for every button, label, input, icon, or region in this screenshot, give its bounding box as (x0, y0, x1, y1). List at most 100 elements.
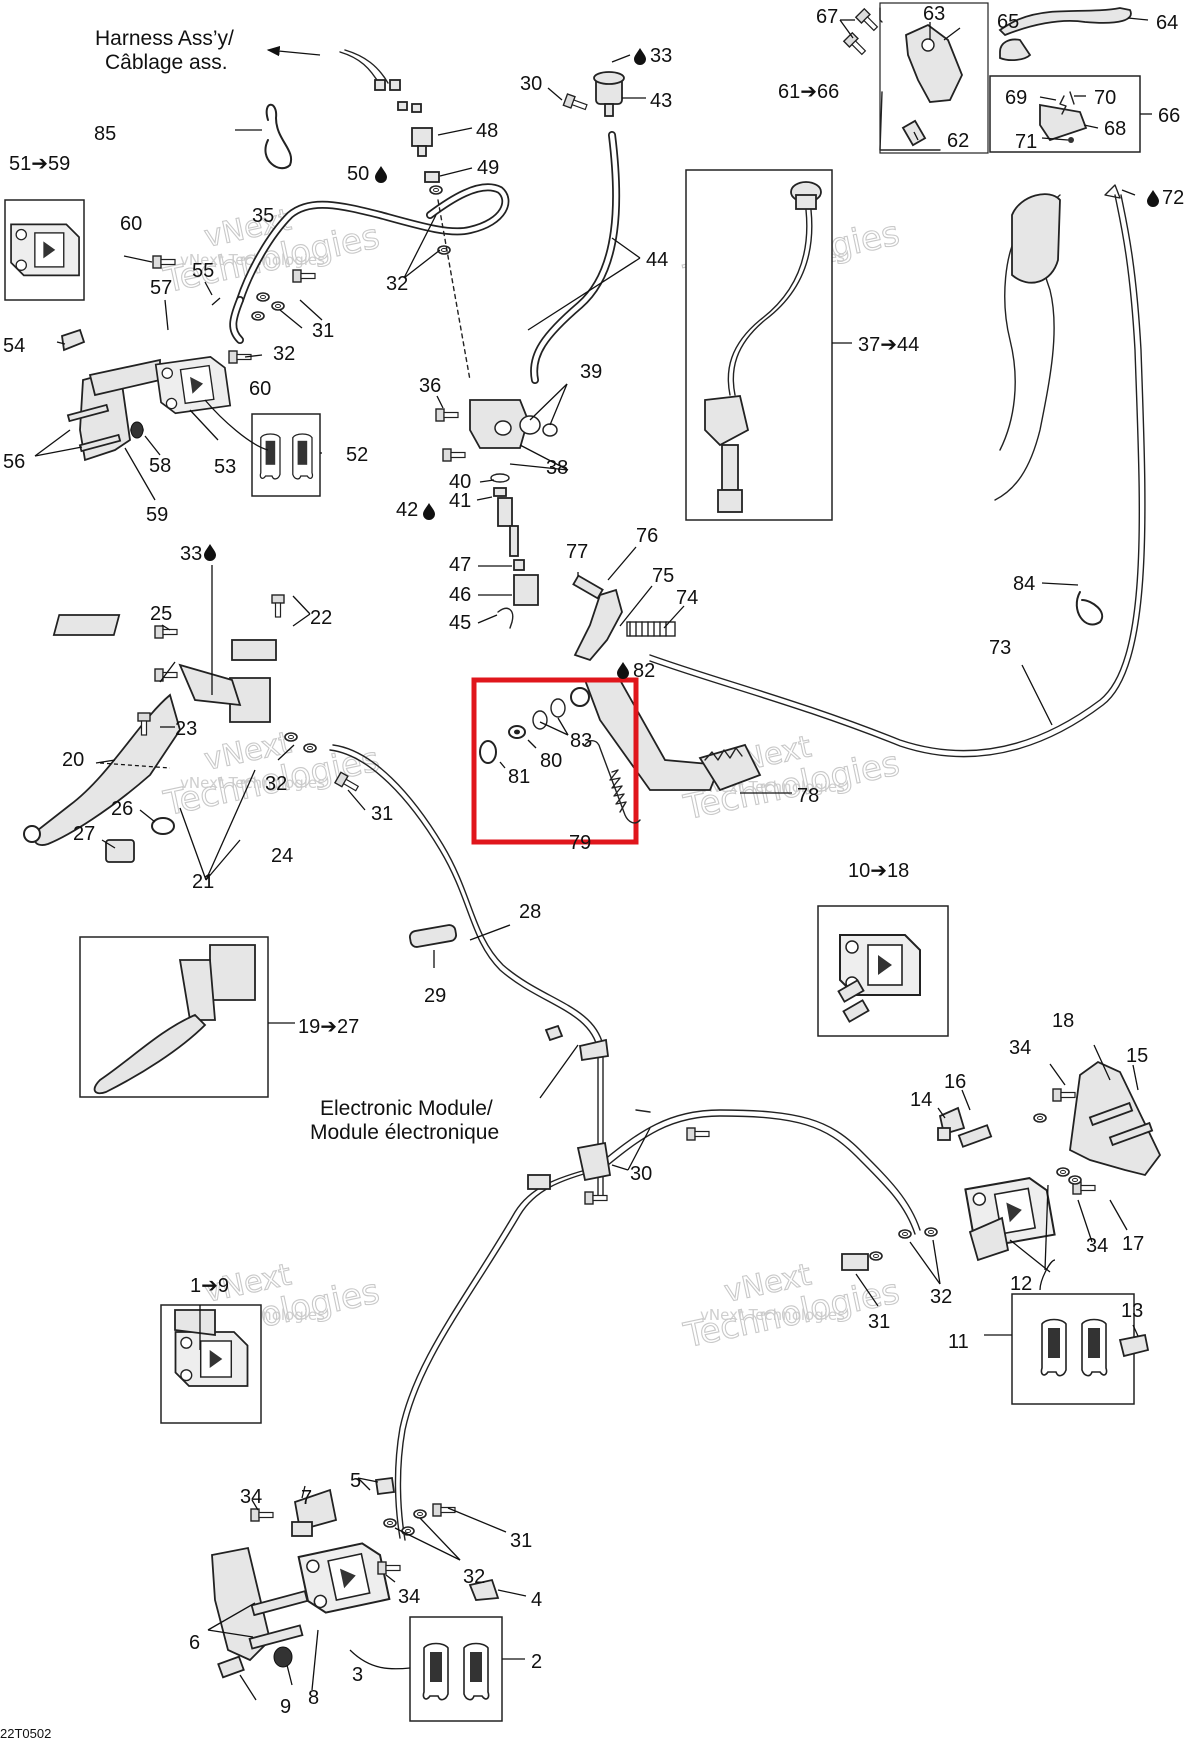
callout-31a: 31 (312, 320, 334, 342)
callout-72: 72 (1162, 187, 1184, 209)
callout-60b: 60 (249, 378, 271, 400)
oil-drop-icon (423, 503, 435, 520)
callout-34c: 34 (240, 1486, 262, 1508)
highlighted-parts (479, 687, 641, 824)
callout-44: 44 (646, 249, 668, 271)
callout-74: 74 (676, 587, 698, 609)
hand-master-cylinder-inset (79, 936, 295, 1098)
front-left-caliper-inset (4, 199, 85, 301)
callout-33b: 33 (180, 543, 202, 565)
oil-drop-icon (375, 166, 387, 183)
callout-42: 42 (396, 499, 418, 521)
callout-31b: 31 (371, 803, 393, 825)
front-right-caliper-parts (841, 1044, 1162, 1405)
callout-64: 64 (1156, 12, 1178, 34)
callout-32d: 32 (930, 1286, 952, 1308)
callout-19-27: 19➔27 (298, 1016, 359, 1038)
callout-68: 68 (1104, 118, 1126, 140)
callout-32c: 32 (265, 773, 287, 795)
callout-82: 82 (633, 660, 655, 682)
callout-32b: 32 (386, 273, 408, 295)
callout-31c: 31 (868, 1311, 890, 1333)
callout-25: 25 (150, 603, 172, 625)
callout-21: 21 (192, 871, 214, 893)
callout-56: 56 (3, 451, 25, 473)
callout-6: 6 (189, 1632, 200, 1654)
callout-52: 52 (346, 444, 368, 466)
cable-clamp-84 (1021, 582, 1103, 726)
upper-right-lever-group (839, 2, 1152, 284)
callout-24: 24 (271, 845, 293, 867)
callout-32a: 32 (273, 343, 295, 365)
front-right-caliper-inset (817, 905, 949, 1037)
callout-46: 46 (449, 584, 471, 606)
callout-34b: 34 (1086, 1235, 1108, 1257)
electronic-module-label-fr: Module électronique (310, 1121, 499, 1144)
callout-35: 35 (252, 205, 274, 227)
callout-13: 13 (1121, 1300, 1143, 1322)
callout-26: 26 (111, 798, 133, 820)
callout-20: 20 (62, 749, 84, 771)
callout-79: 79 (569, 832, 591, 854)
oil-drop-icon (1147, 190, 1159, 207)
callout-48: 48 (476, 120, 498, 142)
callout-45: 45 (449, 612, 471, 634)
callout-labels: 85 51➔59 60 35 55 57 31 32 54 60 56 58 5… (3, 3, 1184, 1718)
callout-73: 73 (989, 637, 1011, 659)
callout-22: 22 (310, 607, 332, 629)
junction-block (527, 1109, 710, 1205)
callout-84: 84 (1013, 573, 1035, 595)
callout-66: 66 (1158, 105, 1180, 127)
callout-23: 23 (175, 718, 197, 740)
callout-34a: 34 (1009, 1037, 1031, 1059)
callout-33a: 33 (650, 45, 672, 67)
callout-2: 2 (531, 1651, 542, 1673)
callout-17: 17 (1122, 1233, 1144, 1255)
callout-39: 39 (580, 361, 602, 383)
callout-8: 8 (308, 1687, 319, 1709)
electronic-module-clip (539, 1024, 610, 1099)
callout-81: 81 (508, 766, 530, 788)
oil-drop-icon (634, 48, 646, 65)
callout-14: 14 (910, 1089, 932, 1111)
callout-40: 40 (449, 471, 471, 493)
callout-49: 49 (477, 157, 499, 179)
harness-label-fr: Câblage ass. (105, 51, 228, 74)
callout-11: 11 (948, 1331, 969, 1353)
callout-54: 54 (3, 335, 25, 357)
rear-caliper-inset (160, 1304, 262, 1424)
callout-75: 75 (652, 565, 674, 587)
callout-29: 29 (424, 985, 446, 1007)
callout-43: 43 (650, 90, 672, 112)
callout-60a: 60 (120, 213, 142, 235)
callout-70: 70 (1094, 87, 1116, 109)
callout-65: 65 (997, 11, 1019, 33)
callout-30a: 30 (520, 73, 542, 95)
callout-85: 85 (94, 123, 116, 145)
callout-69: 69 (1005, 87, 1027, 109)
callout-31d: 31 (510, 1530, 532, 1552)
callout-47: 47 (449, 554, 471, 576)
callout-61-66: 61➔66 (778, 81, 839, 103)
grommet-29 (409, 924, 457, 968)
callout-62: 62 (947, 130, 969, 152)
callout-34d: 34 (398, 1586, 420, 1608)
callout-71: 71 (1015, 131, 1037, 153)
callout-1-9: 1➔9 (190, 1275, 229, 1297)
callout-63: 63 (923, 3, 945, 25)
callout-53: 53 (214, 456, 236, 478)
callout-57: 57 (150, 277, 172, 299)
rear-caliper-parts (199, 1305, 527, 1722)
callout-78: 78 (797, 785, 819, 807)
callout-3: 3 (352, 1664, 363, 1686)
callout-58: 58 (149, 455, 171, 477)
callout-10-18: 10➔18 (848, 860, 909, 882)
callout-83: 83 (570, 730, 592, 752)
callout-7: 7 (301, 1487, 312, 1509)
harness-connector (266, 45, 422, 113)
callout-36: 36 (419, 375, 441, 397)
callout-80: 80 (540, 750, 562, 772)
callout-32e: 32 (463, 1566, 485, 1588)
callout-30b: 30 (630, 1163, 652, 1185)
reservoir-43 (547, 54, 646, 117)
